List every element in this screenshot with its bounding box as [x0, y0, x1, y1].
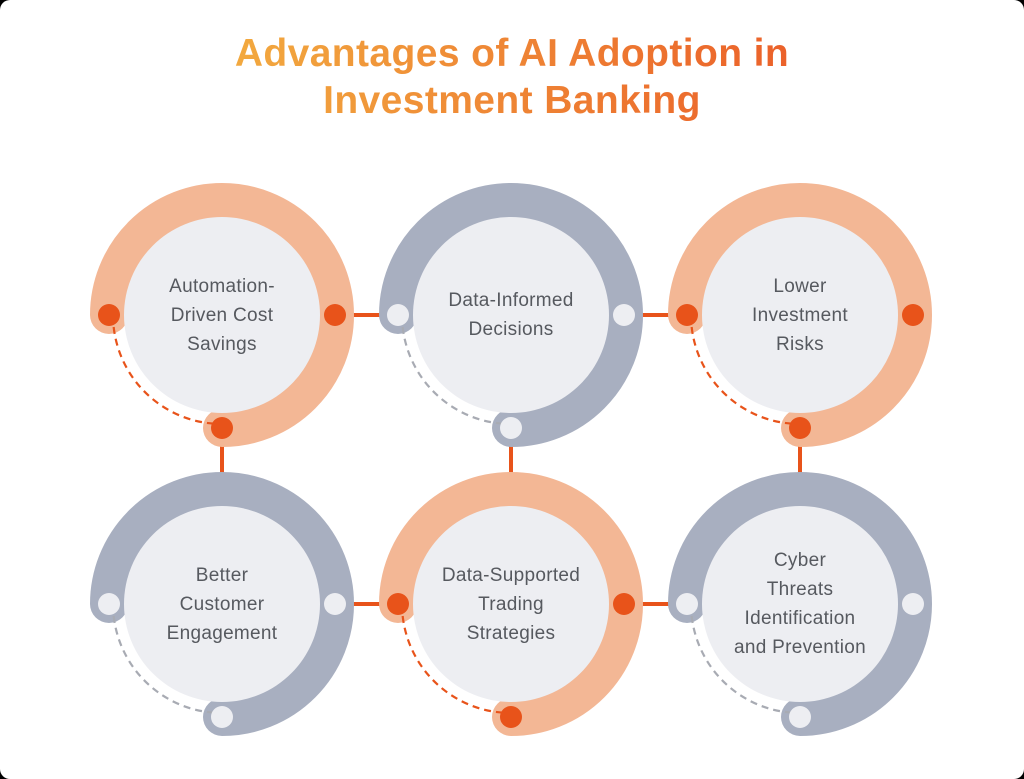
ring-graphic: [90, 183, 354, 447]
dashed-arc: [111, 603, 223, 715]
connector-line-2-3: [619, 313, 692, 317]
ring-arc: [90, 472, 354, 736]
connector-line-1-4: [220, 420, 224, 476]
node-label: Automation- Driven Cost Savings: [169, 275, 275, 355]
connector-dot-right: [324, 593, 346, 615]
ring-arc: [668, 472, 932, 736]
dashed-arc: [111, 314, 223, 426]
ring-arc: [379, 183, 643, 447]
node-label: Data-Informed Decisions: [448, 290, 574, 340]
connector-line-5-6: [619, 602, 692, 606]
node-better-customer-engagement: Better Customer Engagement: [82, 464, 362, 744]
node-label: Cyber Threats Identification and Prevent…: [733, 550, 866, 658]
connector-dot-bottom: [500, 417, 522, 439]
inner-circle: [702, 506, 898, 702]
connector-line-4-5: [330, 602, 403, 606]
ring-graphic: [379, 183, 643, 447]
connector-dot-right: [613, 593, 635, 615]
connector-dot-left: [387, 304, 409, 326]
ring-arc: [379, 472, 643, 736]
connector-dot-left: [676, 593, 698, 615]
dashed-arc: [689, 314, 801, 426]
node-label: Lower Investment Risks: [752, 275, 848, 355]
inner-circle: [413, 506, 609, 702]
node-cyber-threats-identification-and-prevention: Cyber Threats Identification and Prevent…: [660, 464, 940, 744]
dashed-arc: [689, 603, 801, 715]
connector-dot-bottom: [211, 706, 233, 728]
node-data-supported-trading-strategies: Data-Supported Trading Strategies: [371, 464, 651, 744]
connector-dot-bottom: [211, 417, 233, 439]
node-automation-driven-cost-savings: Automation- Driven Cost Savings: [82, 175, 362, 455]
connector-dot-bottom: [789, 706, 811, 728]
inner-circle: [413, 217, 609, 413]
title-area: Advantages of AI Adoption in Investment …: [0, 30, 1024, 124]
connector-dot-left: [98, 304, 120, 326]
dashed-arc: [400, 603, 512, 715]
connector-dot-bottom: [500, 706, 522, 728]
page-title: Advantages of AI Adoption in Investment …: [234, 32, 790, 122]
connector-dot-left: [98, 593, 120, 615]
node-data-informed-decisions: Data-Informed Decisions: [371, 175, 651, 455]
connector-line-2-5: [509, 420, 513, 476]
ring-arc: [90, 183, 354, 447]
node-label: Better Customer Engagement: [166, 564, 278, 644]
connector-dot-right: [324, 304, 346, 326]
connector-dot-right: [902, 593, 924, 615]
connector-line-3-6: [798, 420, 802, 476]
ring-graphic: [90, 472, 354, 736]
connector-dot-left: [387, 593, 409, 615]
inner-circle: [124, 217, 320, 413]
dashed-arc: [400, 314, 512, 426]
ring-graphic: [668, 183, 932, 447]
inner-circle: [124, 506, 320, 702]
connector-line-1-2: [330, 313, 403, 317]
connector-dot-left: [676, 304, 698, 326]
connector-dot-right: [902, 304, 924, 326]
ring-graphic: [668, 472, 932, 736]
ring-graphic: [379, 472, 643, 736]
inner-circle: [702, 217, 898, 413]
node-lower-investment-risks: Lower Investment Risks: [660, 175, 940, 455]
connector-dot-right: [613, 304, 635, 326]
ring-arc: [668, 183, 932, 447]
connector-dot-bottom: [789, 417, 811, 439]
node-label: Data-Supported Trading Strategies: [441, 564, 581, 644]
